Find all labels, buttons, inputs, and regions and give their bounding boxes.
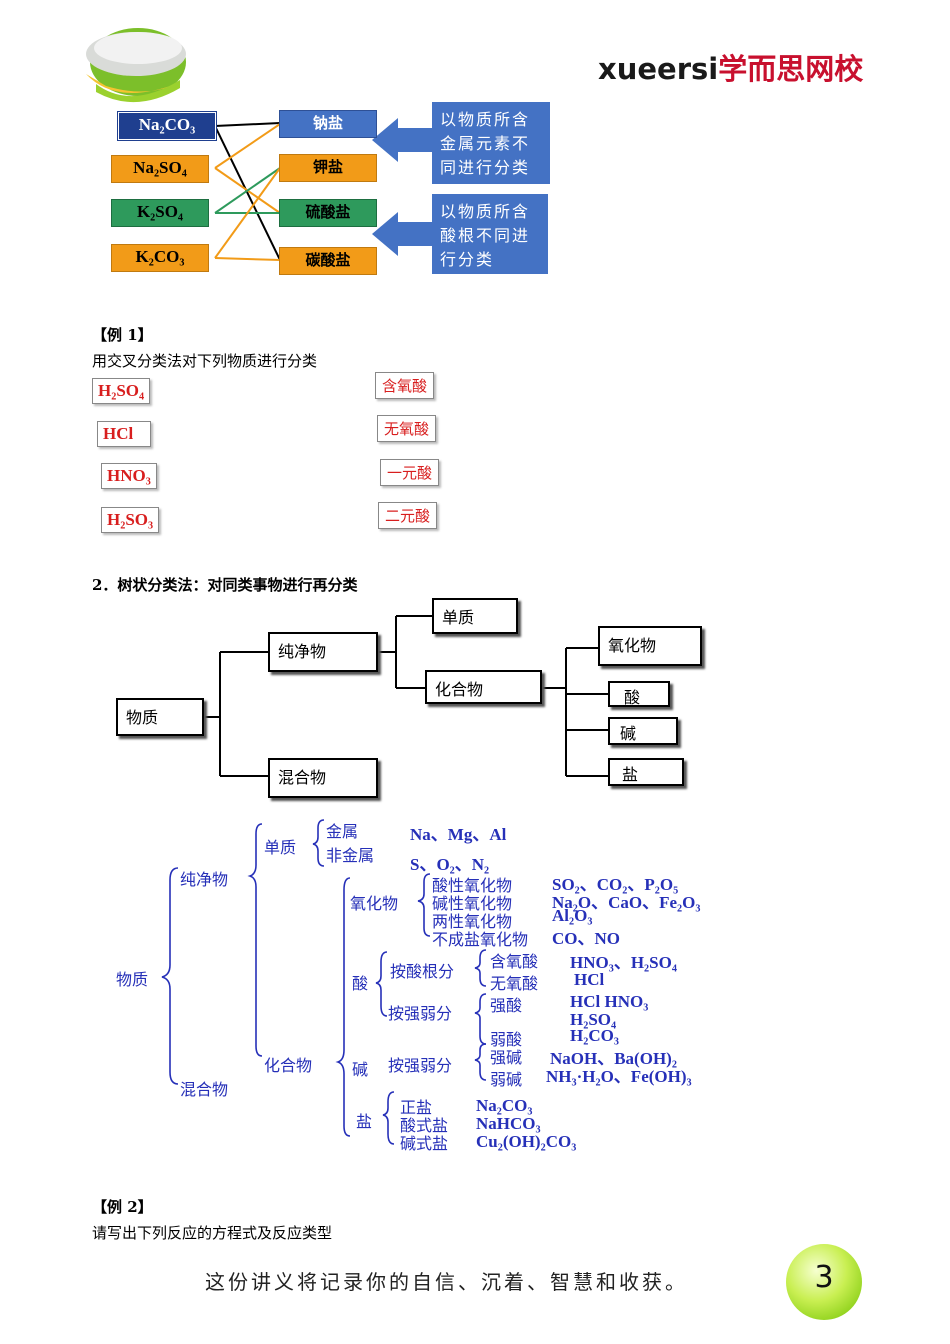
- brace-amphoteric-oxide-examples: Al₂O₃: [552, 906, 592, 926]
- brace-strong-base: 强碱: [490, 1044, 522, 1068]
- brace-nonmetal: 非金属: [326, 842, 374, 866]
- brace-acid-by-strength: 按强弱分: [388, 1000, 452, 1024]
- tree-node-oxide: 氧化物: [598, 626, 702, 666]
- brace-weak-base-examples: NH₃·H₂O、Fe(OH)₃: [546, 1062, 692, 1087]
- brace-root-substance: 物质: [116, 966, 148, 990]
- example1-title: 【例 1】: [92, 324, 153, 345]
- note-metal-classification: 以物质所含金属元素不同进行分类: [432, 102, 550, 184]
- compound-na2co3: Na₂CO₃: [118, 112, 216, 140]
- brace-compound: 化合物: [264, 1052, 312, 1076]
- class-monobasic-acid: 一元酸: [380, 459, 439, 486]
- brace-normal-salt-examples: Na₂CO₃: [476, 1096, 532, 1116]
- brace-base: 碱: [352, 1056, 368, 1080]
- category-sodium-salt: 钠盐: [280, 111, 376, 137]
- brace-strong-acid: 强酸: [490, 992, 522, 1016]
- brace-oxide: 氧化物: [350, 890, 398, 914]
- category-potassium-salt: 钾盐: [280, 155, 376, 181]
- note-acid-radical-classification: 以物质所含酸根不同进行分类: [432, 194, 548, 274]
- brace-metal-examples: Na、Mg、Al: [410, 820, 506, 845]
- compound-k2so4: K₂SO₄: [112, 200, 208, 226]
- brace-pure-substance: 纯净物: [180, 866, 228, 890]
- brace-acid-salt-examples: NaHCO₃: [476, 1114, 541, 1134]
- substance-hcl: HCl: [97, 421, 151, 447]
- category-sulfate: 硫酸盐: [280, 200, 376, 226]
- brace-acid-by-radical: 按酸根分: [390, 958, 454, 982]
- brace-neutral-oxide-examples: CO、NO: [552, 924, 620, 949]
- compound-k2co3: K₂CO₃: [112, 245, 208, 271]
- footer-motto: 这份讲义将记录你的自信、沉着、智慧和收获。: [205, 1266, 688, 1295]
- brace-nonoxyacid-examples: HCl: [574, 970, 604, 990]
- class-dibasic-acid: 二元酸: [378, 502, 437, 529]
- brace-metal: 金属: [326, 818, 358, 842]
- brace-weak-base: 弱碱: [490, 1066, 522, 1090]
- brace-neutral-oxide: 不成盐氧化物: [432, 926, 528, 950]
- tree-node-pure-substance: 纯净物: [268, 632, 378, 672]
- brace-basic-salt: 碱式盐: [400, 1130, 448, 1154]
- class-nonoxyacid: 无氧酸: [377, 415, 436, 442]
- tree-node-compound: 化合物: [425, 670, 542, 704]
- tree-node-mixture: 混合物: [268, 758, 378, 798]
- brace-acid: 酸: [352, 970, 368, 994]
- example1-prompt: 用交叉分类法对下列物质进行分类: [92, 350, 317, 371]
- tree-node-base: 碱: [608, 717, 678, 745]
- tree-node-substance: 物质: [116, 698, 204, 736]
- class-oxyacid: 含氧酸: [375, 372, 434, 399]
- tree-node-element: 单质: [432, 598, 518, 634]
- tree-node-acid: 酸: [608, 681, 670, 707]
- category-carbonate: 碳酸盐: [280, 248, 376, 274]
- brace-weak-acid-examples: H₂CO₃: [570, 1026, 619, 1046]
- tree-node-salt: 盐: [608, 758, 684, 786]
- substance-h2so4: H₂SO₄: [92, 378, 150, 404]
- brace-base-by-strength: 按强弱分: [388, 1052, 452, 1076]
- brace-basic-salt-examples: Cu₂(OH)₂CO₃: [476, 1132, 576, 1152]
- brace-mixture: 混合物: [180, 1076, 228, 1100]
- brace-oxyacid: 含氧酸: [490, 948, 538, 972]
- substance-h2so3: H₂SO₃: [101, 507, 159, 533]
- brace-element: 单质: [264, 834, 296, 858]
- substance-hno3: HNO₃: [101, 463, 157, 489]
- brace-strong-acid-examples-1: HCl HNO₃: [570, 992, 648, 1012]
- brace-nonoxyacid: 无氧酸: [490, 970, 538, 994]
- compound-na2so4: Na₂SO₄: [112, 156, 208, 182]
- example2-title: 【例 2】: [92, 1196, 153, 1217]
- page-number: 3: [786, 1244, 862, 1320]
- example2-prompt: 请写出下列反应的方程式及反应类型: [92, 1222, 332, 1243]
- brace-salt: 盐: [356, 1108, 372, 1132]
